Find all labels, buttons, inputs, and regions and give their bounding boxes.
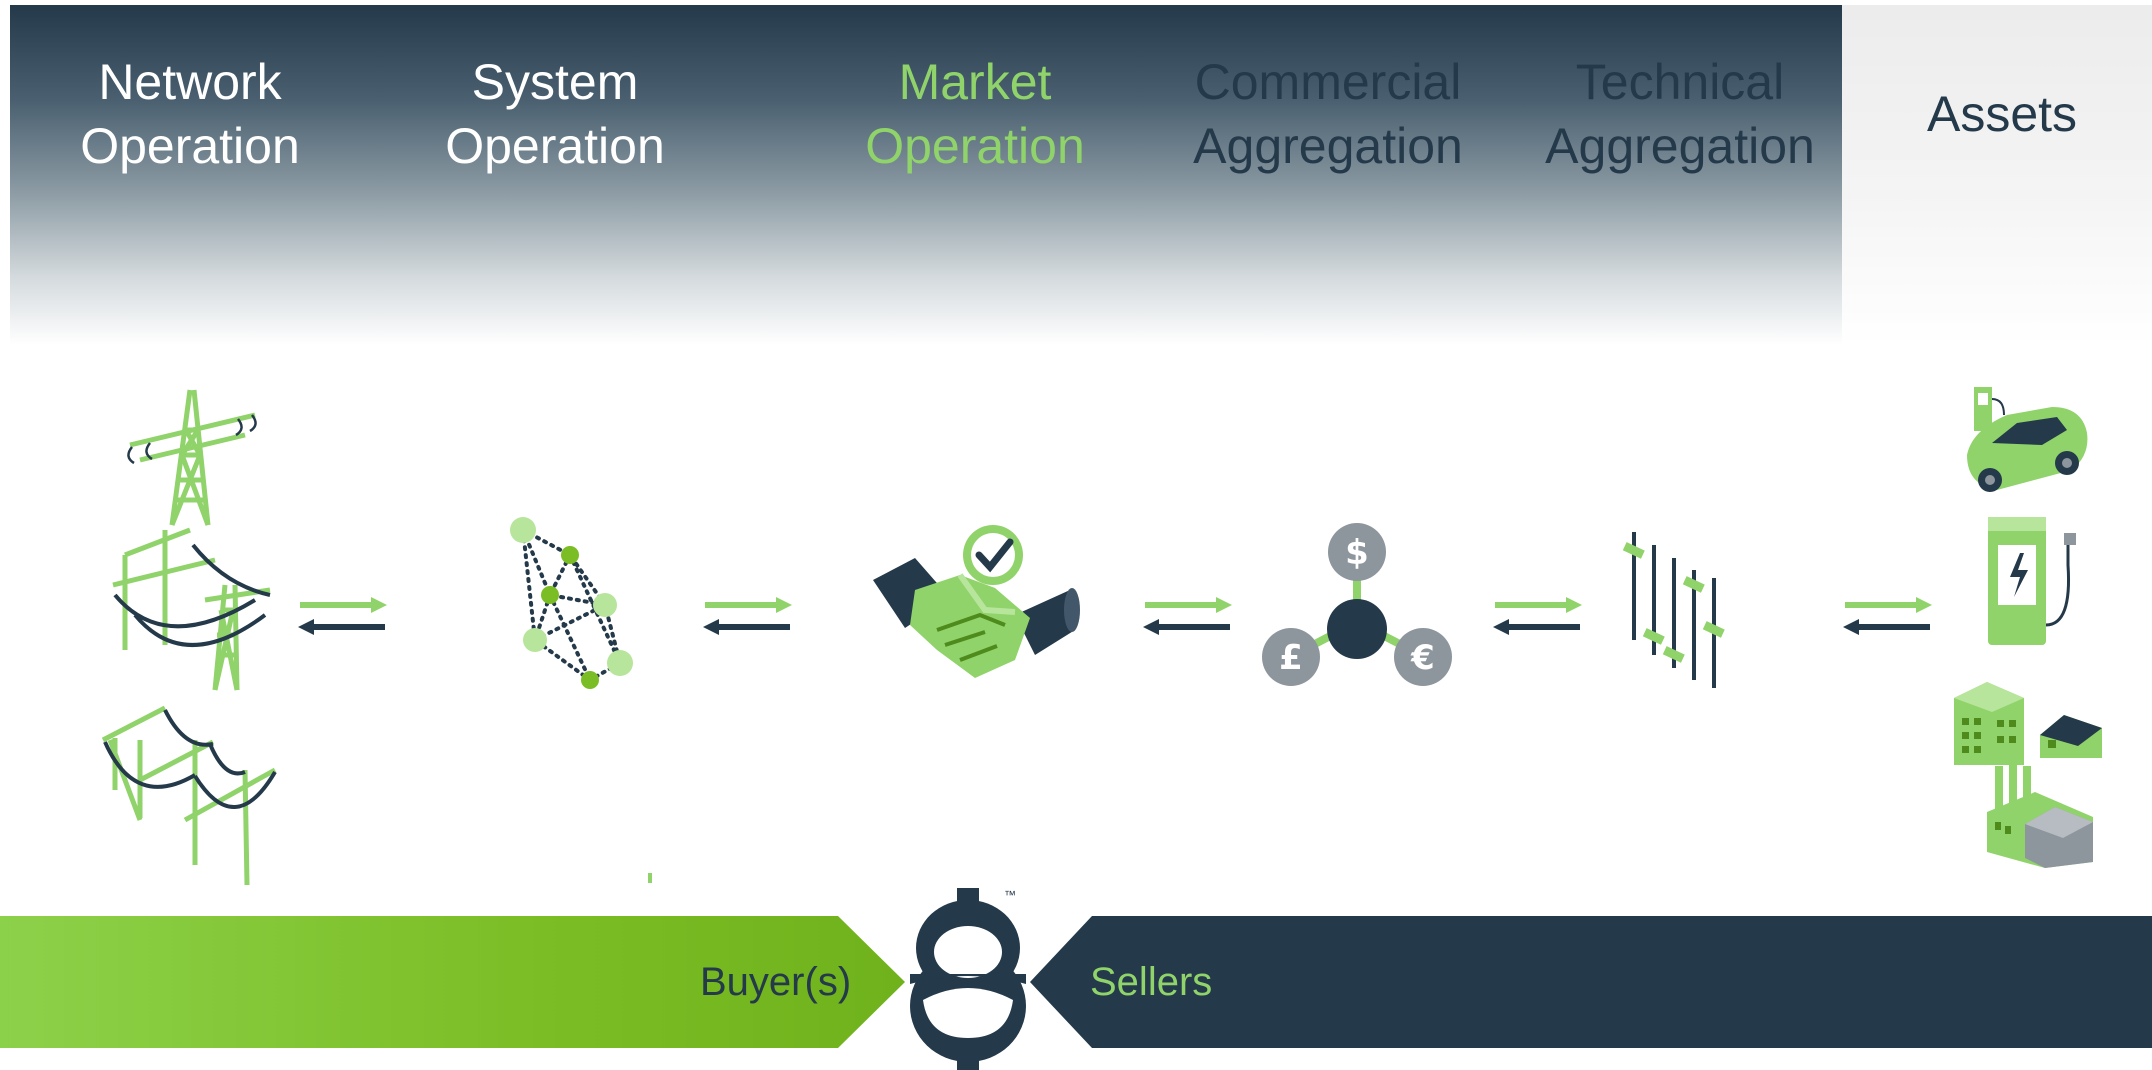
title-line: Commercial	[1194, 54, 1462, 110]
ev-charger-icon	[1988, 517, 2076, 645]
control-sliders-icon	[1622, 532, 1725, 688]
seller-label: Sellers	[1090, 960, 1213, 1004]
pound-symbol: £	[1279, 638, 1303, 678]
euro-symbol: €	[1410, 638, 1435, 678]
buyer-band	[0, 916, 905, 1048]
exchange-arrows-icon	[703, 597, 792, 635]
currency-aggregation-icon: $ £ €	[1262, 523, 1452, 686]
trademark-symbol: ™	[1004, 888, 1016, 902]
factory-icon	[1987, 762, 2093, 868]
title-line: Aggregation	[1193, 118, 1463, 174]
power-line-icon	[112, 527, 271, 691]
buildings-icon	[1954, 682, 2102, 765]
column-title-assets: Assets	[1850, 82, 2152, 146]
buyer-label: Buyer(s)	[700, 960, 852, 1004]
header-band	[10, 5, 1842, 345]
column-title-technical-aggregation: Technical Aggregation	[1522, 50, 1838, 178]
small-marker	[648, 873, 652, 883]
title-line: Operation	[445, 118, 665, 174]
distribution-line-icon	[101, 705, 277, 886]
column-title-network-operation: Network Operation	[40, 50, 340, 178]
title-line: Operation	[865, 118, 1085, 174]
title-line: Network	[98, 54, 282, 110]
dollar-symbol: $	[1345, 533, 1369, 573]
assets-header-panel	[1842, 5, 2152, 345]
grid-network-icon	[510, 517, 633, 689]
exchange-arrows-icon	[1143, 597, 1232, 635]
column-title-market-operation: Market Operation	[825, 50, 1125, 178]
handshake-icon	[873, 525, 1080, 678]
title-line: Technical	[1575, 54, 1785, 110]
column-title-commercial-aggregation: Commercial Aggregation	[1170, 50, 1486, 178]
title-line: Assets	[1926, 86, 2078, 142]
exchange-logo-icon	[910, 888, 1026, 1070]
transmission-pylon-icon	[127, 389, 257, 526]
exchange-arrows-icon	[1843, 597, 1932, 635]
title-line: Operation	[80, 118, 300, 174]
title-line: Aggregation	[1545, 118, 1815, 174]
electric-car-icon	[1967, 387, 2088, 492]
column-title-system-operation: System Operation	[405, 50, 705, 178]
exchange-arrows-icon	[1493, 597, 1582, 635]
exchange-arrows-icon	[298, 597, 387, 635]
title-line: Market	[898, 54, 1052, 110]
seller-band	[1030, 916, 2152, 1048]
title-line: System	[471, 54, 639, 110]
